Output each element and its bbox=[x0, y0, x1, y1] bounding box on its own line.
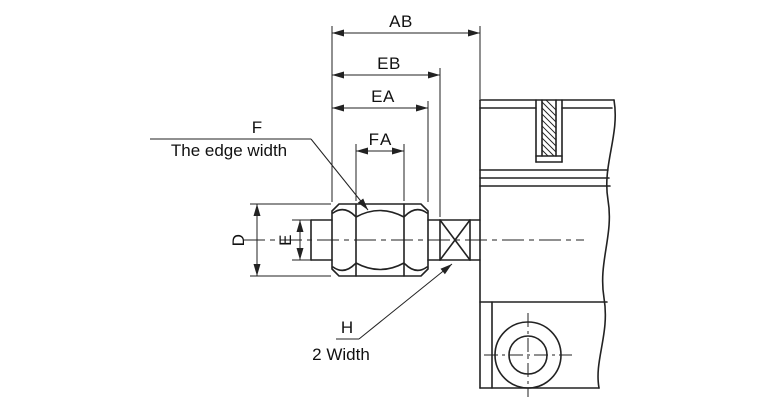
hex-nut-outline bbox=[331, 203, 429, 277]
h-callout: H 2 Width bbox=[312, 263, 453, 364]
break-line bbox=[597, 99, 616, 389]
label-h: H bbox=[341, 318, 353, 337]
mounting-hole bbox=[484, 313, 572, 397]
cylinder-body bbox=[479, 99, 615, 389]
dim-label-e: E bbox=[276, 234, 295, 246]
dim-label-ab: AB bbox=[389, 12, 413, 31]
top-dimensions: AB EB EA FA bbox=[331, 12, 481, 217]
dim-label-eb: EB bbox=[377, 54, 401, 73]
dim-label-d: D bbox=[229, 234, 248, 247]
tie-rod-section bbox=[535, 99, 563, 163]
dim-label-fa: FA bbox=[369, 130, 394, 149]
dim-label-ea: EA bbox=[371, 87, 395, 106]
d-dimension: D bbox=[229, 203, 331, 277]
label-f-description: The edge width bbox=[171, 141, 287, 160]
e-dimension: E bbox=[276, 219, 311, 261]
label-f: F bbox=[252, 118, 262, 137]
label-h-description: 2 Width bbox=[312, 345, 370, 364]
f-callout: F The edge width bbox=[150, 118, 369, 211]
